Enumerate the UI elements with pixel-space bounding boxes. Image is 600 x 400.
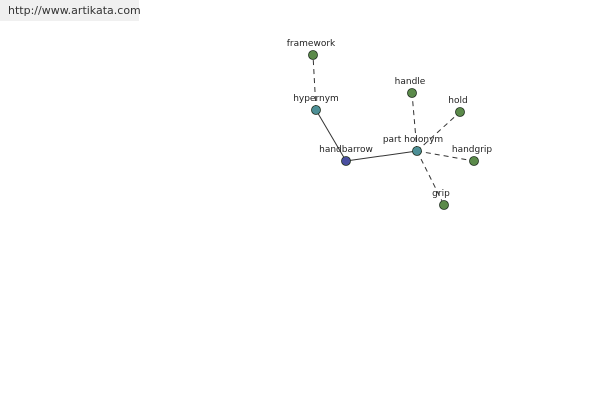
- node-label-hold: hold: [448, 96, 467, 106]
- nodes-layer: handbarrow hypernym part holonym framework h…: [287, 39, 493, 210]
- node-circle-hold[interactable]: [455, 107, 465, 117]
- node-circle-handbarrow[interactable]: [341, 156, 351, 166]
- node-framework[interactable]: framework: [287, 39, 336, 60]
- node-grip[interactable]: grip: [432, 189, 450, 210]
- node-label-handgrip: handgrip: [452, 145, 493, 155]
- node-part_holonym[interactable]: part holonym: [383, 135, 443, 156]
- node-hypernym[interactable]: hypernym: [293, 94, 339, 115]
- edge-handbarrow-part_holonym: [345, 150, 418, 162]
- node-label-part_holonym: part holonym: [383, 135, 443, 145]
- node-label-handle: handle: [395, 77, 426, 87]
- node-label-hypernym: hypernym: [293, 94, 339, 104]
- node-label-grip: grip: [432, 189, 450, 199]
- node-handle[interactable]: handle: [395, 77, 426, 98]
- node-hold[interactable]: hold: [448, 96, 468, 117]
- node-circle-grip[interactable]: [439, 200, 449, 210]
- edge-hypernym-framework: [312, 54, 317, 111]
- node-circle-part_holonym[interactable]: [412, 146, 422, 156]
- node-label-handbarrow: handbarrow: [319, 145, 373, 155]
- node-label-framework: framework: [287, 39, 336, 49]
- node-handgrip[interactable]: handgrip: [452, 145, 493, 166]
- node-circle-framework[interactable]: [308, 50, 318, 60]
- edge-part_holonym-grip: [416, 150, 445, 206]
- node-circle-handle[interactable]: [407, 88, 417, 98]
- edge-handbarrow-hypernym: [315, 109, 347, 162]
- node-circle-handgrip[interactable]: [469, 156, 479, 166]
- node-handbarrow[interactable]: handbarrow: [319, 145, 373, 166]
- node-circle-hypernym[interactable]: [311, 105, 321, 115]
- edge-part_holonym-handgrip: [416, 150, 475, 162]
- source-url[interactable]: http://www.artikata.com: [0, 0, 141, 21]
- edge-part_holonym-handle: [411, 92, 418, 152]
- edge-part_holonym-hold: [416, 111, 461, 152]
- edges-layer: [312, 54, 475, 206]
